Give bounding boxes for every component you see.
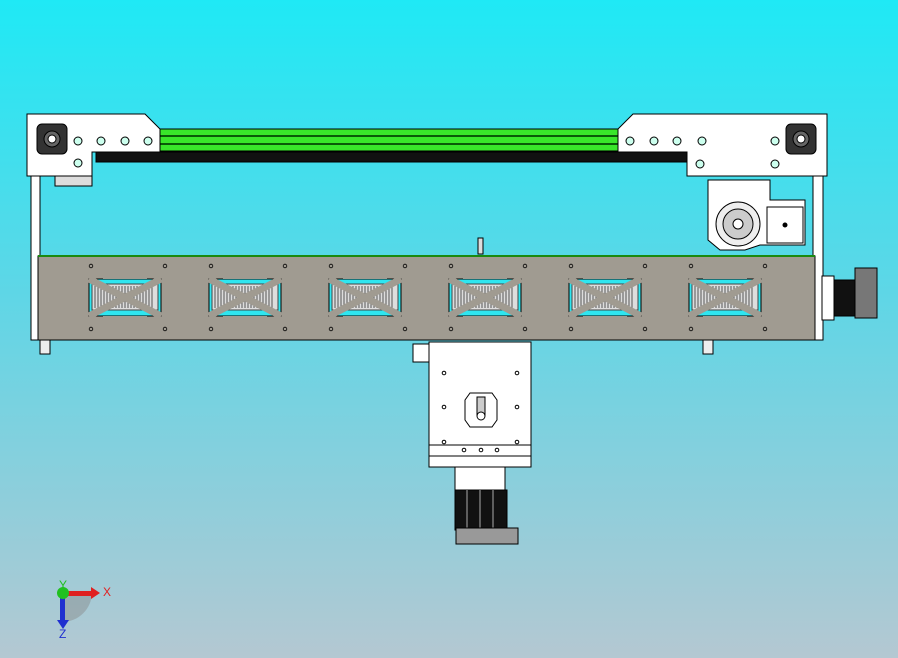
bolt-icon: [73, 136, 83, 146]
gantry-beam-plate: [37, 255, 816, 341]
bolt-icon: [770, 159, 780, 169]
y-axis-dot: [57, 587, 69, 599]
bolt-icon: [73, 158, 83, 168]
carriage-holes: [441, 370, 520, 453]
beam-window: [567, 263, 648, 332]
left-clamp: [54, 175, 93, 187]
bolt-icon: [770, 136, 780, 146]
beam-window: [327, 263, 408, 332]
coordinate-triad: X Y Z: [57, 578, 111, 641]
right-bearing-block: [785, 123, 817, 155]
linear-guide-rail: [154, 128, 622, 152]
right-gearbox: [707, 179, 806, 251]
beam-window: [447, 263, 528, 332]
bolt-icon: [649, 136, 659, 146]
beam-window: [87, 263, 168, 332]
right-foot: [702, 339, 714, 355]
z-axis-label: Z: [59, 627, 66, 641]
x-axis-servo-motor: [821, 267, 878, 321]
z-axis-arrow: [60, 593, 65, 620]
bolt-icon: [695, 159, 705, 169]
bolt-icon: [697, 136, 707, 146]
beam-windows: [87, 263, 768, 332]
bolt-icon: [120, 136, 130, 146]
x-axis-arrow: [63, 591, 91, 596]
gantry-assembly[interactable]: [26, 113, 878, 545]
bracket-bolts: [73, 136, 780, 169]
z-motor-shaft-housing: [454, 466, 506, 491]
beam-window: [687, 263, 768, 332]
bolt-icon: [96, 136, 106, 146]
beam-window: [207, 263, 288, 332]
z-axis-servo-motor: [454, 489, 519, 545]
y-axis-label: Y: [59, 578, 67, 592]
left-foot: [39, 339, 51, 355]
bolt-icon: [143, 136, 153, 146]
beam-top-shaft: [477, 237, 484, 255]
lower-rail: [95, 151, 691, 163]
bolt-icon: [625, 136, 635, 146]
left-bearing-block: [36, 123, 68, 155]
x-axis-label: X: [103, 585, 111, 599]
bolt-icon: [672, 136, 682, 146]
